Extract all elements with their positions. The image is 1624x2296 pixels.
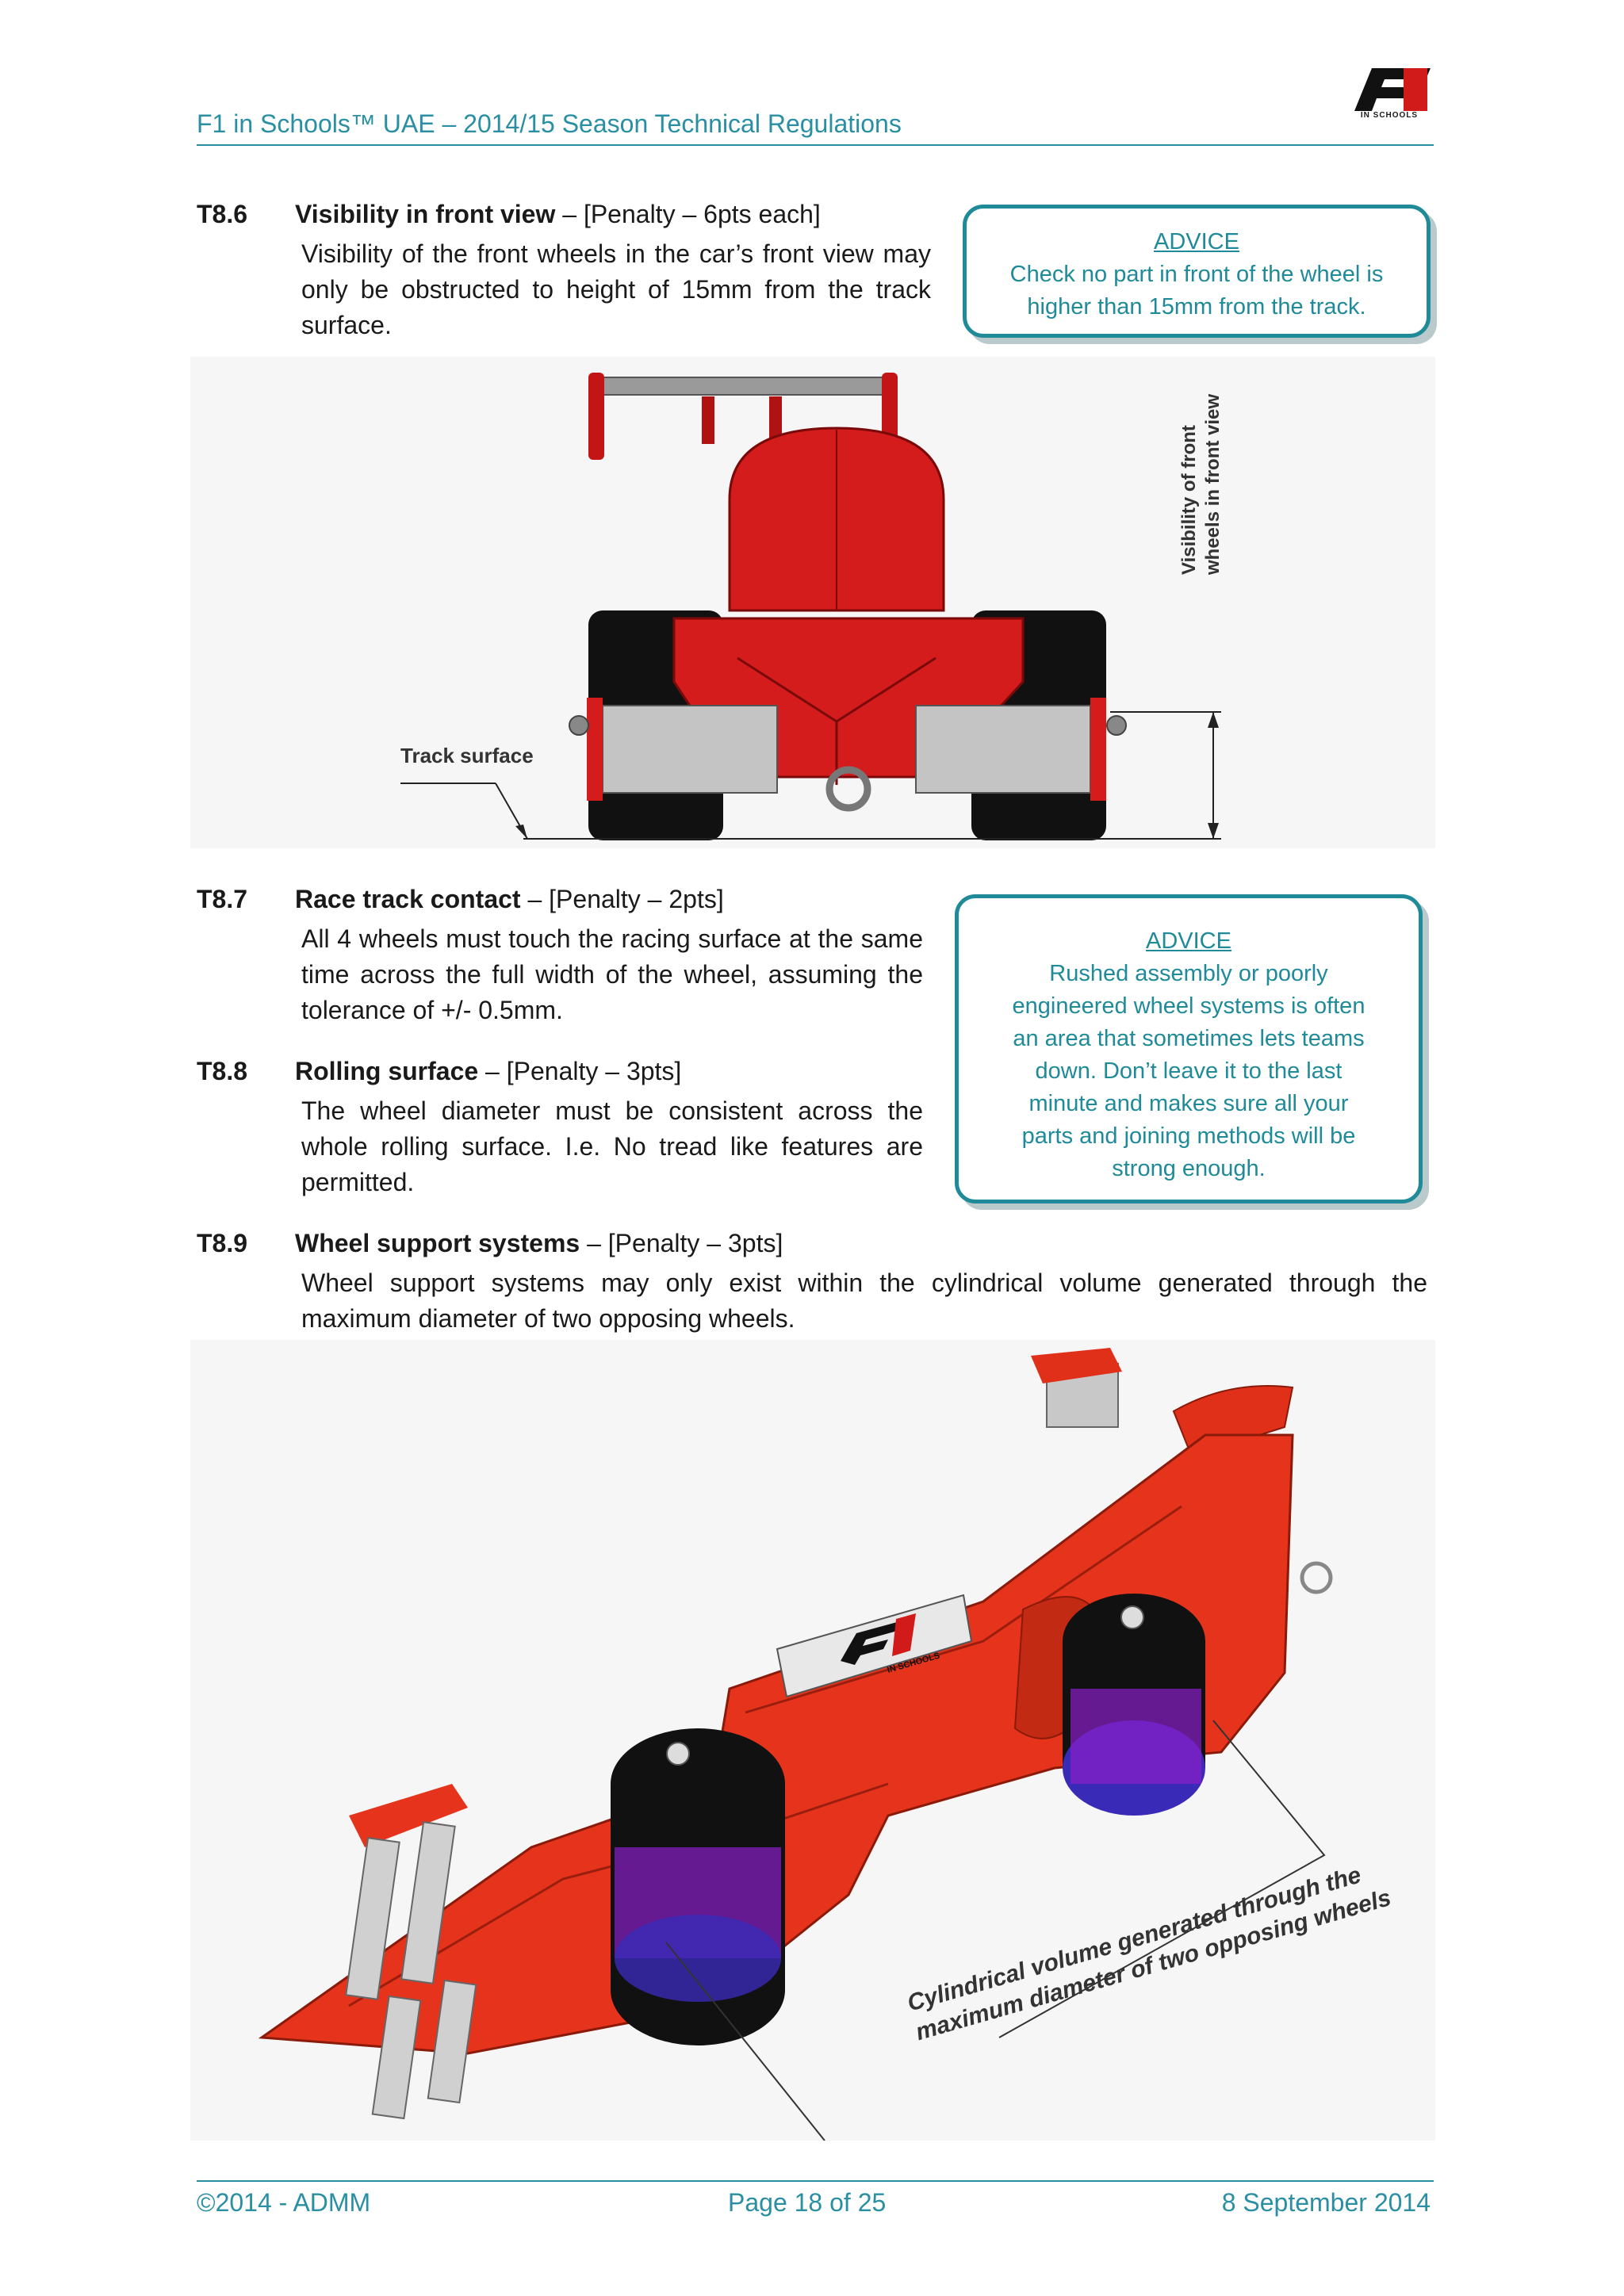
advice-line: down. Don’t leave it to the last bbox=[1035, 1058, 1342, 1084]
advice-line: higher than 15mm from the track. bbox=[1027, 294, 1366, 320]
advice-line: parts and joining methods will be bbox=[1021, 1123, 1356, 1149]
advice-title: ADVICE bbox=[1146, 928, 1231, 954]
footer-date: 8 September 2014 bbox=[1221, 2188, 1431, 2217]
header-divider bbox=[197, 144, 1434, 146]
f1-logo-icon bbox=[1354, 68, 1431, 111]
track-surface-label: Track surface bbox=[400, 744, 534, 767]
section-number: T8.8 bbox=[197, 1057, 248, 1085]
section-paragraph: All 4 wheels must touch the racing surfa… bbox=[301, 924, 923, 1024]
advice-line: minute and makes sure all your bbox=[1028, 1091, 1349, 1116]
advice-line: strong enough. bbox=[1112, 1156, 1266, 1181]
section-number: T8.6 bbox=[197, 200, 248, 228]
isometric-car-drawing: IN SCHOOLS bbox=[258, 1348, 1333, 2141]
front-view-figure: Track surface Visibility of front wheels… bbox=[190, 357, 1435, 848]
front-view-drawing bbox=[400, 373, 1221, 840]
footer-copyright: ©2014 - ADMM bbox=[197, 2188, 371, 2217]
section-paragraph: The wheel diameter must be consistent ac… bbox=[301, 1096, 923, 1196]
section-heading: Wheel support systems – [Penalty – 3pts] bbox=[295, 1229, 783, 1257]
advice-line: Rushed assembly or poorly bbox=[1049, 961, 1328, 986]
advice-line: Check no part in front of the wheel is bbox=[1009, 262, 1384, 287]
advice-line: engineered wheel systems is often bbox=[1012, 993, 1365, 1019]
advice-box: ADVICE Rushed assembly or poorly enginee… bbox=[955, 894, 1423, 1203]
section-heading: Rolling surface – [Penalty – 3pts] bbox=[295, 1057, 682, 1085]
wheel-support-figure: IN SCHOOLS Cylindrical volume generated … bbox=[190, 1340, 1435, 2141]
advice-title: ADVICE bbox=[1154, 229, 1239, 254]
footer-divider bbox=[197, 2180, 1434, 2182]
section-number: T8.7 bbox=[197, 885, 248, 913]
advice-box: ADVICE Check no part in front of the whe… bbox=[963, 205, 1431, 338]
advice-line: an area that sometimes lets teams bbox=[1013, 1026, 1365, 1051]
section-heading: Visibility in front view – [Penalty – 6p… bbox=[295, 200, 821, 228]
visibility-dimension-label: Visibility of front wheels in front view bbox=[1178, 393, 1224, 575]
section-number: T8.9 bbox=[197, 1229, 248, 1257]
section-paragraph: Wheel support systems may only exist wit… bbox=[301, 1269, 1427, 1333]
header-title: F1 in Schools™ UAE – 2014/15 Season Tech… bbox=[197, 109, 902, 138]
section-paragraph: Visibility of the front wheels in the ca… bbox=[301, 239, 931, 339]
section-heading: Race track contact – [Penalty – 2pts] bbox=[295, 885, 724, 913]
footer-page-number: Page 18 of 25 bbox=[728, 2188, 887, 2217]
logo-caption: IN SCHOOLS bbox=[1360, 111, 1419, 120]
